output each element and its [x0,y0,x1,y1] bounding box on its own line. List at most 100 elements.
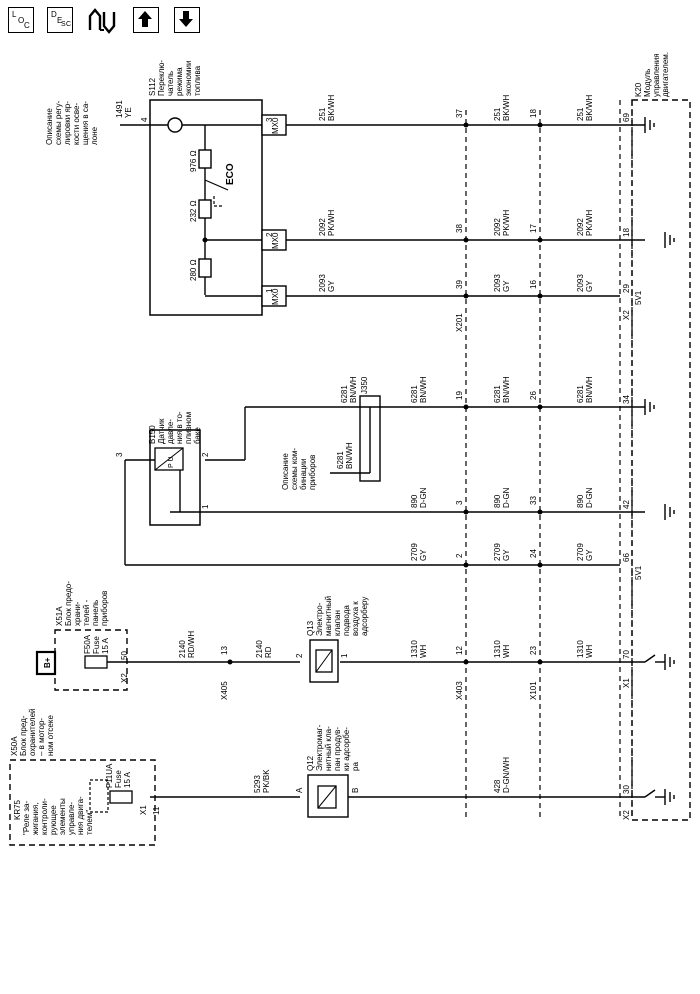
x50a-id: X50A [10,736,19,756]
w2140-col-a: RD/WH [187,631,196,658]
x51a-line-3: телей - [82,599,91,626]
s112-line-4: экономии [184,61,193,96]
fuse-f11ua [109,790,133,804]
x201-p2: 2 [455,553,464,558]
w251-col-1: BK/WH [327,95,336,121]
w251-num-2: 251 [493,107,502,121]
w428-num: 428 [493,779,502,793]
x51a-pin-50: 50 [120,651,129,660]
w6281-col-4: BN/WH [585,376,594,403]
b150-pin-3: 3 [115,452,124,457]
w2709-col-2: GY [502,549,511,561]
w2093-col-1: GY [327,280,336,292]
s112-line-1: Переклю- [157,60,166,96]
desc-letter-c: C [66,21,72,28]
w6281-col-j: BN/WH [345,442,354,469]
w1310-num-3: 1310 [576,640,585,658]
lighting-ref-4: кости осве- [72,103,81,145]
q13-line-5: воздуха к [351,601,360,636]
fuse-f50a [84,655,108,669]
description-button[interactable]: D E S C [47,7,73,33]
kr75-line-5: элементы [58,798,67,835]
k20-p66: 66 [622,553,631,562]
k20-box [631,99,691,821]
cluster-ref-1: Описание [281,453,290,490]
q12-line-2: нитный кла- [324,726,333,771]
toolbar: L O C D E S C [0,0,260,40]
w428-col: D-GN/WH [502,757,511,793]
k20-x1: X1 [622,678,631,688]
kr75-line-8: телем" [85,810,94,835]
w6281-num-4: 6281 [576,385,585,403]
w2092-col-1: PK/WH [327,210,336,236]
x201-p38: 38 [455,224,464,233]
x201-p19: 19 [455,391,464,400]
w890-num-1: 890 [410,494,419,508]
x101-p18: 18 [529,109,538,118]
x403-id: X403 [455,681,464,700]
x405-p13: 13 [220,646,229,655]
kr75-line-3: контроли- [40,798,49,835]
f50a-id: F50A [83,634,92,654]
res-232: 232 Ω [189,200,198,222]
w6281-col-2: BN/WH [419,376,428,403]
b150-line-4: пливном [184,412,193,444]
s112-id: S112 [148,77,157,96]
w251-col-3: BK/WH [585,95,594,121]
arrow-down-button[interactable] [174,7,200,33]
x51a-x2: X2 [120,673,129,683]
w1310-col-1: WH [419,644,428,658]
w6281-num-2: 6281 [410,385,419,403]
k20-5v1-b: 5V1 [634,565,643,580]
lighting-ref-5: щения в са- [81,101,90,145]
w1310-col-2: WH [502,644,511,658]
kr75-line-4: рующее [49,805,58,835]
x51a-id: X51A [55,606,64,626]
w2140-num-b: 2140 [255,640,264,658]
w2093-col-3: GY [585,280,594,292]
battery-plus-box [35,650,57,676]
x403-p12: 12 [455,646,464,655]
s112-pin-1: 1 [265,288,274,293]
b150-box [149,429,201,526]
b150-line-5: баке [193,427,202,444]
s112-line-5: топлива [193,65,202,96]
x405-id: X405 [220,681,229,700]
q13-id: Q13 [306,620,315,636]
arrow-up-button[interactable] [133,7,159,33]
w251-num-1: 251 [318,107,327,121]
k20-p70: 70 [622,650,631,659]
b150-pin-2: 2 [201,452,210,457]
wire-1491-num: 1491 [115,100,124,118]
w6281-col-3: BN/WH [502,376,511,403]
x50a-pin-11: 11 [152,806,161,815]
q13-line-1: Электро- [315,602,324,636]
x50a-box [9,759,156,846]
f11ua-type: Fuse [114,770,123,788]
k20-p18: 18 [622,228,631,237]
location-button[interactable]: L O C [8,7,34,33]
connector-swap-icon[interactable] [86,6,118,36]
w2093-num-1: 2093 [318,274,327,292]
q13-pin-2: 2 [295,653,304,658]
k20-5v1-a: 5V1 [634,290,643,305]
q12-line-3: пан продув- [333,727,342,771]
x101-p26: 26 [529,391,538,400]
res-976: 976 Ω [189,150,198,172]
lighting-ref-2: схемы регу- [54,100,63,145]
q12-line-1: Электромаг- [315,724,324,771]
q13-line-2: магнитный [324,596,333,636]
b150-line-2: давле- [166,419,175,444]
w2709-col-3: GY [585,549,594,561]
w2140-col-b: RD [264,646,273,658]
x101-p23: 23 [529,646,538,655]
w2709-num-3: 2709 [576,543,585,561]
x50a-x1: X1 [139,805,148,815]
w890-num-2: 890 [493,494,502,508]
w2709-num-2: 2709 [493,543,502,561]
desc-letter-e: E [57,16,63,25]
w6281-col-1: BN/WH [349,376,358,403]
x101-id: X101 [529,681,538,700]
s112-pin-3: 3 [265,117,274,122]
